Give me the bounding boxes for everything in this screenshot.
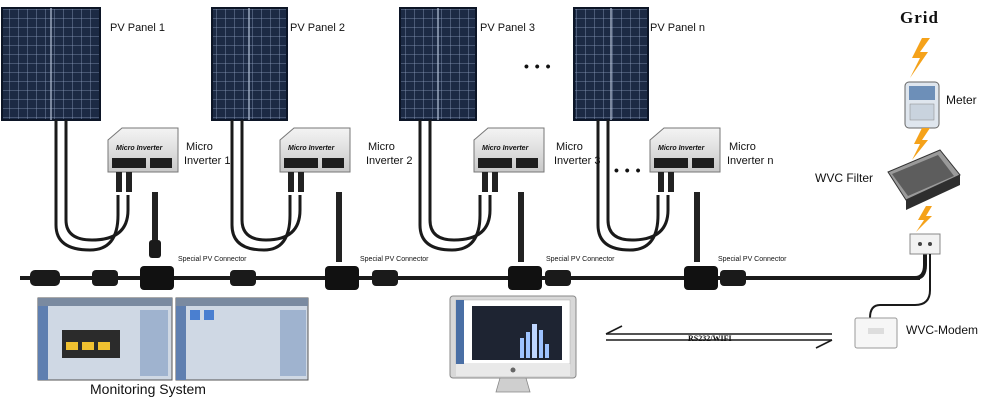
pv-panel-1-label: PV Panel 1 [110, 22, 166, 34]
monitoring-screen-1 [37, 297, 173, 381]
pv-panel-3 [399, 7, 477, 121]
inverter-3-brand: Micro Inverter [482, 145, 529, 152]
pv-panel-n [573, 7, 649, 121]
inverter-1-number: Inverter 1 [184, 155, 231, 167]
pv-panel-n-label: PV Panel n [650, 22, 706, 34]
lightning-icon [910, 38, 930, 78]
inverter-2-brand: Micro Inverter [288, 145, 335, 152]
wvc-modem-label: WVC-Modem [906, 323, 979, 337]
rs232-wifi-link [605, 325, 833, 349]
inverter-3-title: Micro [556, 141, 583, 153]
pv-panel-2-label: PV Panel 2 [290, 22, 346, 34]
wall-outlet [909, 233, 941, 255]
inverter-2-title: Micro [368, 141, 395, 153]
micro-inverter-n [649, 127, 721, 262]
pv-panel-2 [211, 7, 288, 121]
pv-panel-3-label: PV Panel 3 [480, 22, 536, 34]
connector-label-2: Special PV Connector [360, 256, 429, 263]
lightning-icon-3 [916, 206, 932, 232]
inverter-1-brand: Micro Inverter [116, 145, 163, 152]
wvc-filter-device [887, 149, 961, 210]
pv-panel-1 [1, 7, 101, 121]
monitoring-system-label: Monitoring System [90, 381, 206, 397]
panel-cables [54, 120, 670, 252]
lightning-icon-2 [912, 128, 930, 160]
monitoring-screen-2 [175, 297, 309, 381]
micro-inverter-1 [107, 127, 179, 258]
wvc-modem-device [854, 317, 898, 349]
ac-trunk-cable [20, 250, 927, 290]
inverter-2-number: Inverter 2 [366, 155, 413, 167]
meter-device [904, 81, 940, 129]
monitor-computer [449, 295, 577, 393]
grid-label: Grid [900, 8, 939, 27]
micro-inverter-3 [473, 127, 545, 262]
connector-label-1: Special PV Connector [178, 256, 247, 263]
meter-label: Meter [946, 93, 977, 107]
wvc-filter-label: WVC Filter [815, 171, 873, 185]
modem-cable [869, 254, 931, 319]
inverter-1-title: Micro [186, 141, 213, 153]
micro-inverter-2 [279, 127, 351, 262]
inverter-n-title: Micro [729, 141, 756, 153]
rs232-wifi-label: RS232/WIFI [688, 334, 732, 343]
connector-label-4: Special PV Connector [718, 256, 787, 263]
connector-label-3: Special PV Connector [546, 256, 615, 263]
ellipsis-panels: • • • [524, 58, 552, 74]
ellipsis-inverters: • • • [614, 162, 642, 178]
inverter-n-brand: Micro Inverter [658, 145, 705, 152]
inverter-3-number: Inverter 3 [554, 155, 601, 167]
inverter-n-number: Inverter n [727, 155, 774, 167]
